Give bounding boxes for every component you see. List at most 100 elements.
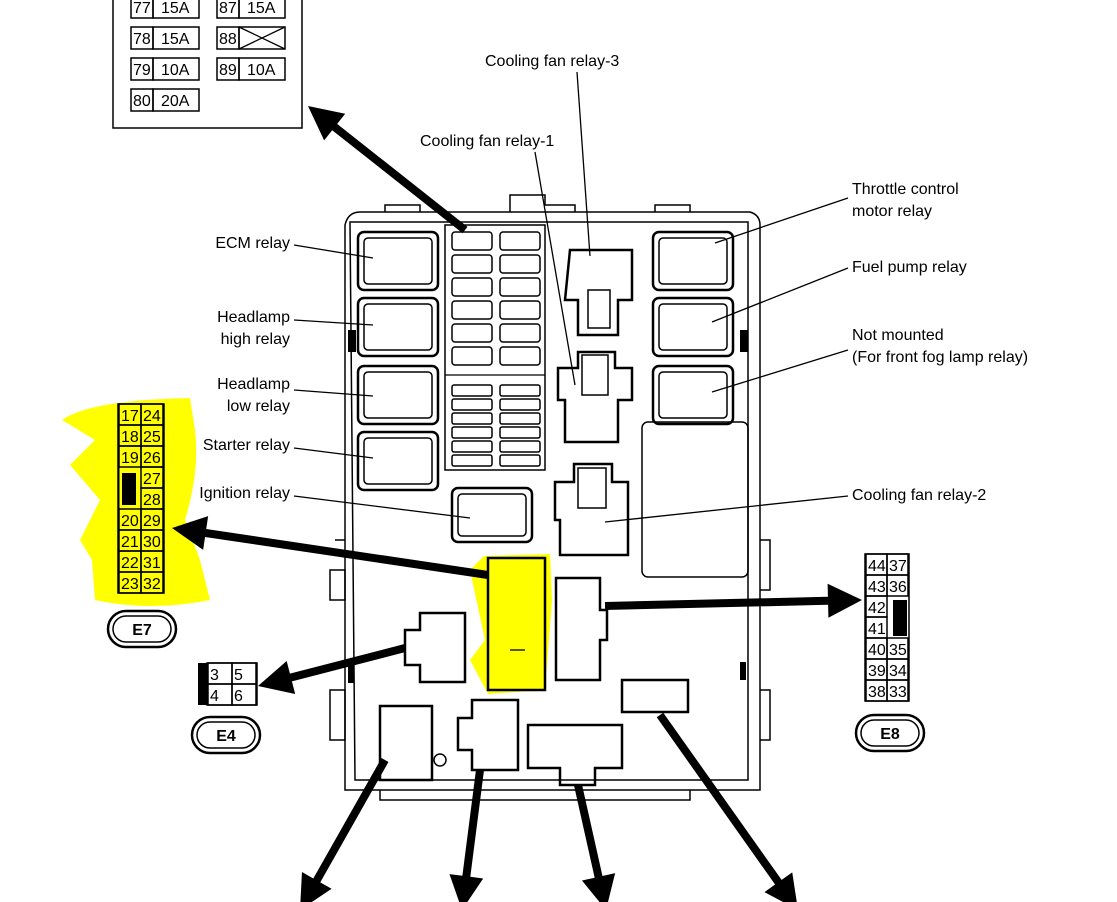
label-ignition-relay: Ignition relay: [199, 485, 290, 502]
e4-socket: [403, 611, 467, 684]
label-ecm-relay: ECM relay: [215, 235, 290, 252]
pin-number: 22: [121, 555, 139, 572]
throttle-control-motor-relay: [651, 230, 735, 292]
fuse: [499, 440, 541, 453]
pin-number: 30: [143, 534, 161, 551]
pin-number: 37: [889, 558, 907, 575]
fuse-amperage: 15A: [161, 31, 190, 48]
arrow-to-e7: [172, 516, 489, 579]
pin-number: 19: [121, 450, 139, 467]
pin-number: 41: [868, 621, 886, 638]
connector-badge: E8: [854, 713, 926, 753]
fuse-cell: 87 15A: [216, 0, 286, 19]
fuse-cell: 88: [216, 26, 286, 50]
arrow-bottom-1: [300, 758, 389, 902]
headlamp-low-relay: [356, 364, 440, 426]
pin-number: 33: [889, 684, 907, 701]
arrow-to-e8: [604, 583, 862, 618]
pin-number: 35: [889, 642, 907, 659]
arrow-bottom-3: [574, 784, 616, 902]
fuse: [499, 398, 541, 411]
fuse: [499, 412, 541, 425]
fuse-cell: 79 10A: [130, 57, 200, 81]
pin-number: 5: [234, 667, 243, 684]
cooling-fan-relay-3: [563, 248, 634, 337]
connector-name: E4: [216, 728, 236, 745]
arrow-bottom-2: [449, 769, 484, 902]
fuse-number: 89: [219, 62, 237, 79]
pin-number: 39: [868, 663, 886, 680]
label-fuel-pump-relay: Fuel pump relay: [852, 259, 967, 276]
label-cooling-fan-relay-1: Cooling fan relay-1: [420, 133, 554, 150]
label-not-mounted-1: Not mounted: [852, 327, 944, 344]
pin-number: 34: [889, 663, 907, 680]
connector-name: E7: [132, 622, 152, 639]
pin-number: 23: [121, 576, 139, 593]
key-block: [198, 663, 208, 705]
fuse: [451, 254, 493, 274]
leader-lines: [293, 71, 849, 523]
pin-number: 3: [210, 667, 219, 684]
label-cooling-fan-relay-3: Cooling fan relay-3: [485, 53, 619, 70]
fuse: [451, 300, 493, 320]
label-throttle-1: Throttle control: [852, 181, 959, 198]
pin-number: 27: [143, 471, 161, 488]
label-throttle-2: motor relay: [852, 203, 932, 220]
fuse-number: 77: [133, 0, 151, 17]
fuse: [499, 323, 541, 343]
arrows: [172, 106, 862, 902]
label-not-mounted-2: (For front fog lamp relay): [852, 349, 1028, 366]
pin-number: 17: [121, 408, 139, 425]
fuse-amperage: 10A: [161, 62, 190, 79]
fuse: [499, 426, 541, 439]
fuse-number: 79: [133, 62, 151, 79]
pin-number: 42: [868, 600, 886, 617]
fuse: [451, 454, 493, 467]
fuse-amperage: 15A: [247, 0, 276, 17]
pin-number: 32: [143, 576, 161, 593]
fuse: [451, 346, 493, 366]
fuse-amperage: 15A: [161, 0, 190, 17]
fuse: [499, 277, 541, 297]
fuse-number: 88: [219, 31, 237, 48]
fuse: [451, 384, 493, 397]
pin-number: 36: [889, 579, 907, 596]
pin-number: 26: [143, 450, 161, 467]
label-headlamp-high-2: high relay: [221, 331, 290, 348]
pin-number: 31: [143, 555, 161, 572]
pin-number: 24: [143, 408, 161, 425]
fuse-number: 80: [133, 93, 151, 110]
fuse: [499, 254, 541, 274]
pin-number: 29: [143, 513, 161, 530]
label-starter-relay: Starter relay: [203, 437, 290, 454]
pin-number: 38: [868, 684, 886, 701]
fuse-amperage: 20A: [161, 93, 190, 110]
cooling-fan-relay-1: [556, 350, 634, 444]
pin-number: 44: [868, 558, 886, 575]
fuse-box-outline: [329, 194, 771, 801]
label-headlamp-low-1: Headlamp: [217, 376, 290, 393]
key-block: [118, 466, 142, 510]
connector-badge: E4: [190, 715, 262, 755]
label-headlamp-high-1: Headlamp: [217, 309, 290, 326]
fuse: [499, 384, 541, 397]
fuse-number: 87: [219, 0, 237, 17]
fuse: [499, 300, 541, 320]
fuse-cell: 80 20A: [130, 88, 200, 112]
connector-badge: E7: [106, 609, 178, 649]
component-labels: Cooling fan relay-3 Cooling fan relay-1 …: [199, 53, 1028, 504]
pin-number: 21: [121, 534, 139, 551]
e7-socket: [486, 556, 547, 692]
fuse: [499, 346, 541, 366]
fuel-pump-relay: [651, 296, 735, 358]
highlight-center-connector: [470, 554, 552, 694]
e8-socket: [554, 576, 609, 682]
key-block: [893, 600, 907, 636]
